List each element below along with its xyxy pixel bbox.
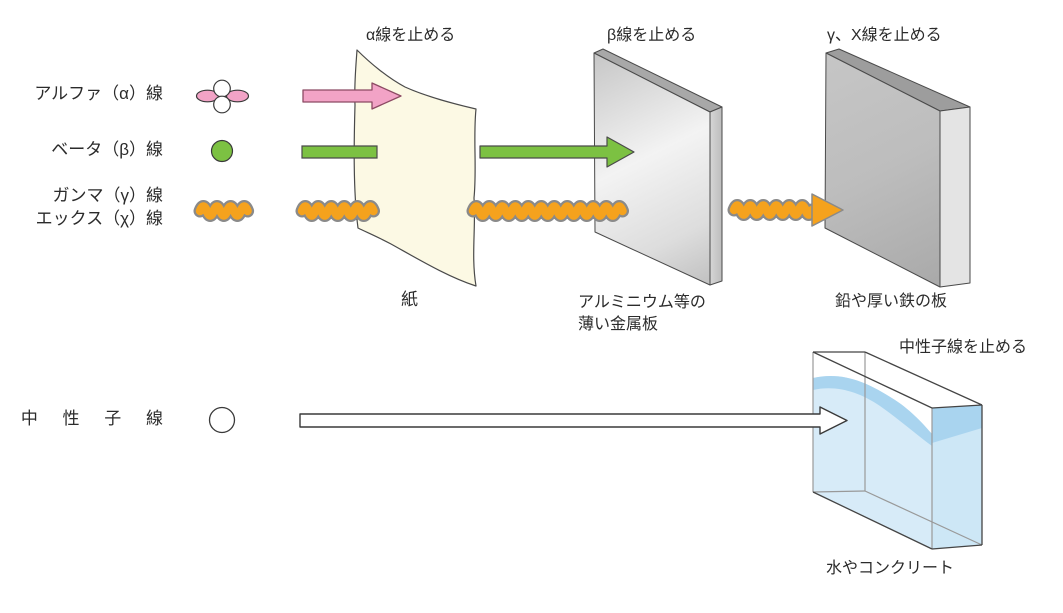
shield-label-water: 水やコンクリート (826, 560, 955, 577)
water-front (813, 376, 932, 549)
gamma-arrow (727, 193, 844, 227)
ray-label-alpha: アルファ（α）線 (34, 84, 163, 103)
alpha-arrow (302, 82, 402, 110)
ray-label-gamma: ガンマ（γ）線 (52, 186, 164, 205)
alpha-particle-icon (195, 79, 250, 114)
stop-label-gamma-x: γ、X線を止める (827, 27, 942, 44)
beta-arrow (479, 136, 635, 168)
beta-particle-icon (210, 139, 234, 163)
ray-label-xray: エックス（χ）線 (35, 209, 163, 228)
stop-label-alpha: α線を止める (366, 27, 456, 44)
shield-label-paper: 紙 (401, 290, 418, 309)
ray-label-neutron: 中 性 子 線 (20, 409, 173, 428)
water-right (932, 405, 982, 549)
shield-label-lead: 鉛や厚い鉄の板 (835, 293, 948, 310)
gamma-wave-segment-1 (295, 200, 380, 222)
aluminum-plate (593, 48, 723, 286)
neutron-arrow (299, 406, 848, 435)
stop-label-beta: β線を止める (607, 27, 697, 44)
shield-label-metal-line2: 薄い金属板 (578, 316, 659, 333)
water-tank (812, 351, 983, 550)
water-surface-band-right (932, 405, 982, 443)
ray-label-beta: ベータ（β）線 (51, 140, 163, 159)
lead-plate (824, 48, 971, 288)
beta-arrow-segment-1 (301, 145, 378, 159)
water-surface-band-front (813, 376, 932, 446)
shield-label-metal: アルミニウム等の 薄い金属板 (578, 292, 706, 336)
neutron-particle-icon (208, 406, 236, 434)
gamma-wave-segment-2 (466, 200, 629, 222)
gamma-wave-icon (193, 200, 255, 222)
shield-label-metal-line1: アルミニウム等の (578, 294, 706, 311)
stop-label-neutron: 中性子線を止める (899, 339, 1028, 356)
